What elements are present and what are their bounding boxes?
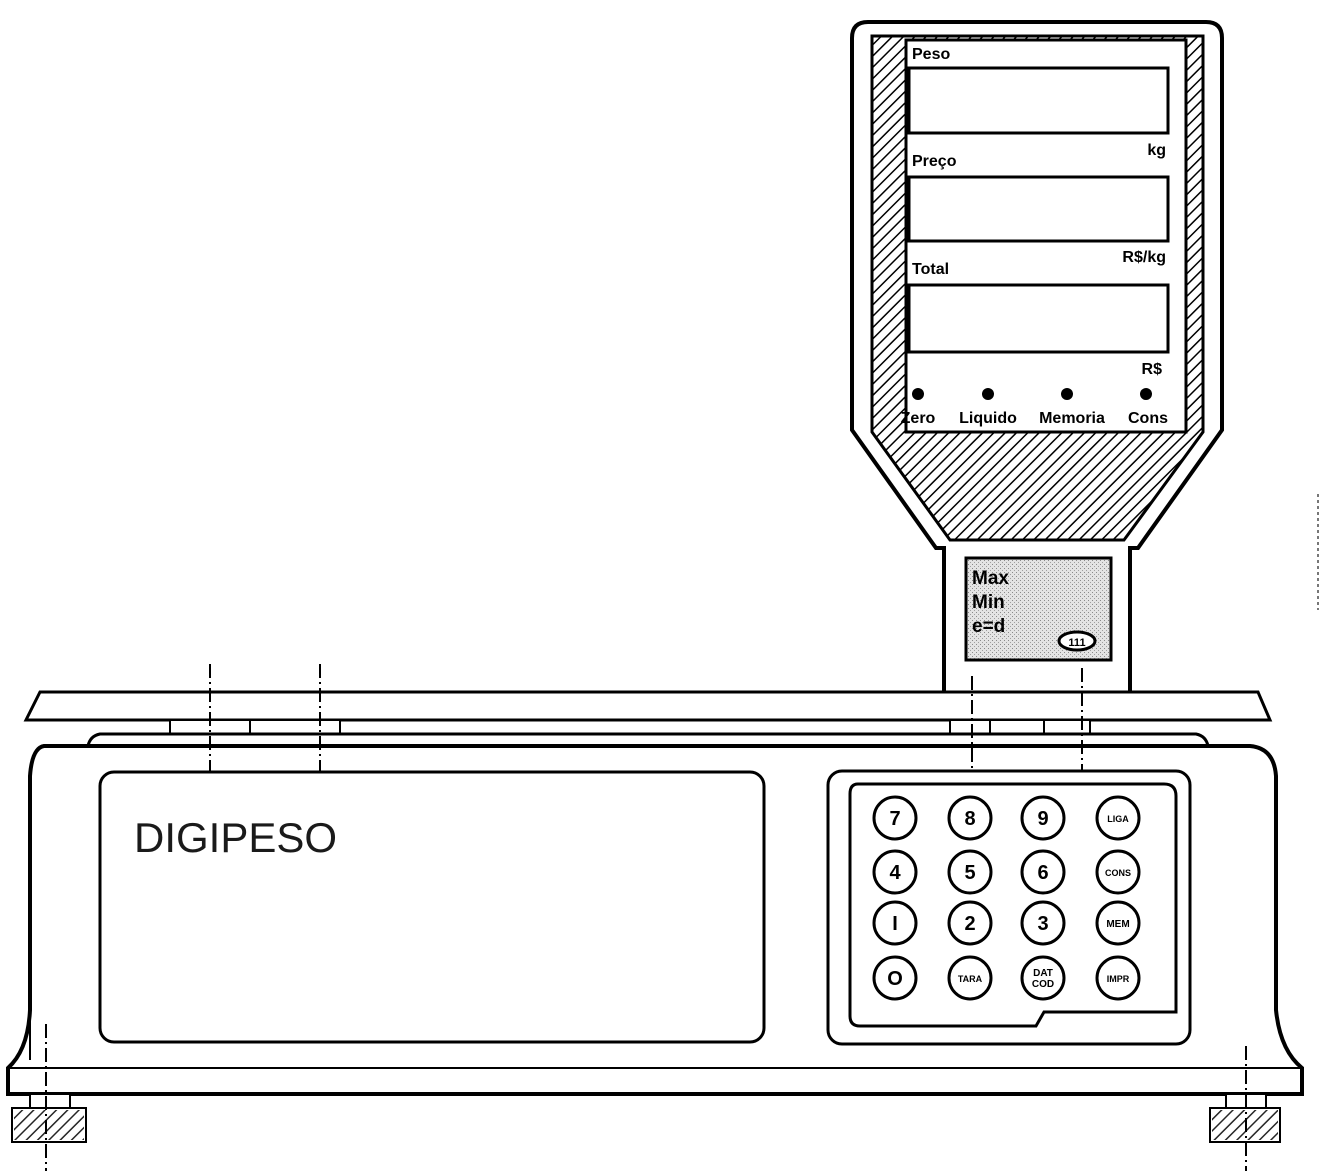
key-5[interactable]: 5 (947, 849, 993, 895)
indicator-led-liquido (982, 388, 994, 400)
key-label: CONS (1105, 868, 1131, 878)
key-cap[interactable] (1095, 849, 1141, 895)
key-label: I (892, 913, 898, 935)
key-cap[interactable] (1095, 900, 1141, 946)
key-label: O (887, 968, 903, 990)
indicator-led-zero (912, 388, 924, 400)
key-7[interactable]: 7 (872, 795, 918, 841)
field-label-peso: Peso (912, 46, 950, 63)
key-o[interactable]: O (872, 955, 918, 1001)
display-head: Peso Preço Total kg R$/kg R$ Zero Liquid… (850, 20, 1224, 698)
key-label: 5 (964, 862, 975, 884)
key-cap[interactable] (947, 955, 993, 1001)
spec-plate-min: Min (972, 592, 1005, 613)
preco-window (907, 175, 1170, 243)
indicator-label-liquido: Liquido (959, 410, 1017, 427)
key-2[interactable]: 2 (947, 900, 993, 946)
key-3[interactable]: 3 (1020, 900, 1066, 946)
key-label: LIGA (1107, 814, 1129, 824)
field-label-preco: Preço (912, 153, 957, 170)
key-8[interactable]: 8 (947, 795, 993, 841)
key-6[interactable]: 6 (1020, 849, 1066, 895)
platter-top (23, 690, 1273, 722)
key-label: 7 (889, 808, 900, 830)
scale-base: DIGIPESO 7 8 9 LIGA 4 5 6 CONS I 2 3 MEM O TARA DATCOD… (6, 732, 1304, 1096)
key-cap[interactable] (1020, 900, 1066, 946)
unit-kg: kg (1147, 142, 1166, 159)
platter-support-left (169, 719, 341, 735)
key-label: 9 (1037, 808, 1048, 830)
spec-plate-e-d: e=d (972, 616, 1005, 637)
indicator-label-memoria: Memoria (1039, 410, 1105, 427)
key-cap[interactable] (1020, 955, 1066, 1001)
key-label: 6 (1037, 862, 1048, 884)
brand-name: DIGIPESO (134, 814, 337, 861)
key-cap[interactable] (947, 795, 993, 841)
key-label: TARA (958, 974, 983, 984)
indicator-led-cons (1140, 388, 1152, 400)
key-cons[interactable]: CONS (1095, 849, 1141, 895)
key-cap[interactable] (872, 955, 918, 1001)
indicator-label-zero: Zero (901, 410, 936, 427)
key-cap[interactable] (872, 900, 918, 946)
key-label: MEM (1106, 919, 1129, 930)
key-cap[interactable] (1095, 955, 1141, 1001)
key-cap[interactable] (872, 795, 918, 841)
inmetro-seal-text: 111 (1068, 637, 1085, 649)
unit-rs-kg: R$/kg (1122, 249, 1166, 266)
key-9[interactable]: 9 (1020, 795, 1066, 841)
unit-rs: R$ (1142, 361, 1163, 378)
center-lines (45, 664, 1247, 1171)
key-cap[interactable] (947, 900, 993, 946)
brand-panel (98, 770, 766, 1044)
key-label: 4 (889, 862, 901, 884)
key-cap[interactable] (947, 849, 993, 895)
key-label: COD (1032, 979, 1054, 990)
total-window (907, 283, 1170, 354)
key-cap[interactable] (1095, 795, 1141, 841)
indicator-led-memoria (1061, 388, 1073, 400)
key-impr[interactable]: IMPR (1095, 955, 1141, 1001)
key-label: 2 (964, 913, 975, 935)
adjustable-foot-left (11, 1093, 87, 1143)
key-label: 8 (964, 808, 975, 830)
indicator-label-cons: Cons (1128, 410, 1168, 427)
key-label: IMPR (1107, 974, 1130, 984)
platter (23, 690, 1273, 735)
spec-plate-max: Max (972, 568, 1009, 589)
key-liga[interactable]: LIGA (1095, 795, 1141, 841)
key-i[interactable]: I (872, 900, 918, 946)
key-cap[interactable] (1020, 795, 1066, 841)
key-tara[interactable]: TARA (947, 955, 993, 1001)
key-4[interactable]: 4 (872, 849, 918, 895)
key-cap[interactable] (1020, 849, 1066, 895)
key-label: 3 (1037, 913, 1048, 935)
key-mem[interactable]: MEM (1095, 900, 1141, 946)
key-cap[interactable] (872, 849, 918, 895)
inmetro-seal-icon (1057, 630, 1097, 652)
key-label: DAT (1033, 968, 1053, 979)
peso-window (907, 66, 1170, 135)
keypad-panel (848, 782, 1178, 1028)
field-label-total: Total (912, 261, 949, 278)
